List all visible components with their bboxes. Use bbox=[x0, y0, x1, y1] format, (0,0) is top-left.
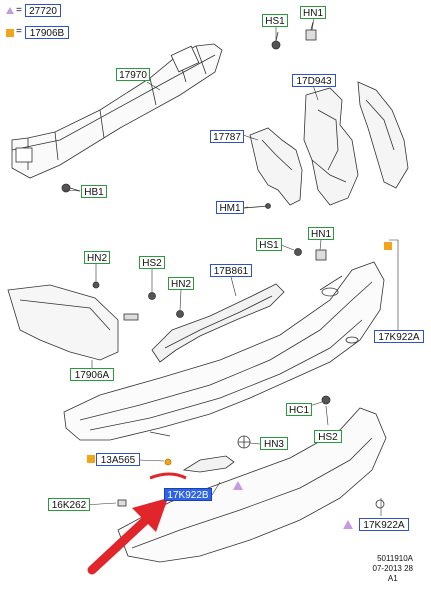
square-legend-icon bbox=[6, 29, 14, 37]
callout-17d943: 17D943 bbox=[292, 74, 336, 87]
red-arrow-icon bbox=[87, 472, 187, 575]
bracket-17d943-drawing bbox=[303, 87, 359, 206]
drawing-reference: 5011910A 07-2013 28 A1 bbox=[373, 554, 413, 584]
triangle-marker-icon bbox=[233, 481, 243, 490]
triangle-marker-icon bbox=[343, 520, 353, 529]
callout-16k262: 16K262 bbox=[48, 498, 90, 511]
left-fasteners-drawing bbox=[92, 281, 184, 318]
footer-line-3: A1 bbox=[387, 574, 398, 583]
callout-hs2-left: HS2 bbox=[139, 256, 165, 269]
leader-lines bbox=[63, 17, 400, 516]
legend-square-code: 17906B bbox=[25, 26, 69, 39]
end-cap-17906a-drawing bbox=[7, 284, 139, 361]
bumper-cover-drawing bbox=[63, 261, 385, 441]
callout-17970: 17970 bbox=[116, 68, 150, 81]
callout-17906a: 17906A bbox=[70, 368, 114, 381]
side-absorber-drawing bbox=[357, 81, 409, 189]
callout-hm1: HM1 bbox=[216, 201, 244, 214]
legend-triangle-equals: = bbox=[16, 5, 22, 16]
right-fasteners-drawing bbox=[294, 248, 327, 261]
callout-hn1: HN1 bbox=[300, 6, 326, 19]
callout-hs2-right: HS2 bbox=[314, 430, 342, 443]
bracket-17b861-drawing bbox=[151, 283, 285, 363]
bracket-17787-drawing bbox=[249, 127, 303, 206]
callout-17k922a-right: 17K922A bbox=[374, 330, 424, 343]
callout-hs1-right: HS1 bbox=[256, 238, 282, 251]
callout-hn2-mid: HN2 bbox=[168, 277, 194, 290]
hm1-screw-drawing bbox=[243, 203, 271, 209]
bumper-reinforcement-beam bbox=[11, 43, 223, 179]
callout-17k922a-bottom: 17K922A bbox=[359, 518, 409, 531]
hc1-hn3-drawing bbox=[164, 395, 331, 466]
footer-line-2: 07-2013 28 bbox=[372, 564, 413, 573]
callout-13a565: 13A565 bbox=[96, 453, 140, 466]
callout-hs1: HS1 bbox=[262, 14, 288, 27]
callout-hc1: HC1 bbox=[286, 403, 312, 416]
callout-17b861: 17B861 bbox=[210, 264, 252, 277]
triangle-legend-icon bbox=[6, 7, 14, 14]
square-marker-icon bbox=[384, 242, 392, 250]
callout-hn1-right: HN1 bbox=[308, 227, 334, 240]
legend-triangle-code: 27720 bbox=[25, 4, 61, 17]
callout-17787: 17787 bbox=[210, 130, 244, 143]
callout-hb1: HB1 bbox=[81, 185, 107, 198]
legend-square-equals: = bbox=[16, 26, 22, 37]
callout-hn2-left: HN2 bbox=[84, 251, 110, 264]
lower-valance-drawing bbox=[117, 407, 387, 563]
callout-17k922b: 17K922B bbox=[164, 488, 212, 501]
callout-hn3: HN3 bbox=[260, 437, 288, 450]
footer-line-1: 5011910A bbox=[377, 554, 413, 563]
square-marker-icon bbox=[87, 455, 95, 463]
